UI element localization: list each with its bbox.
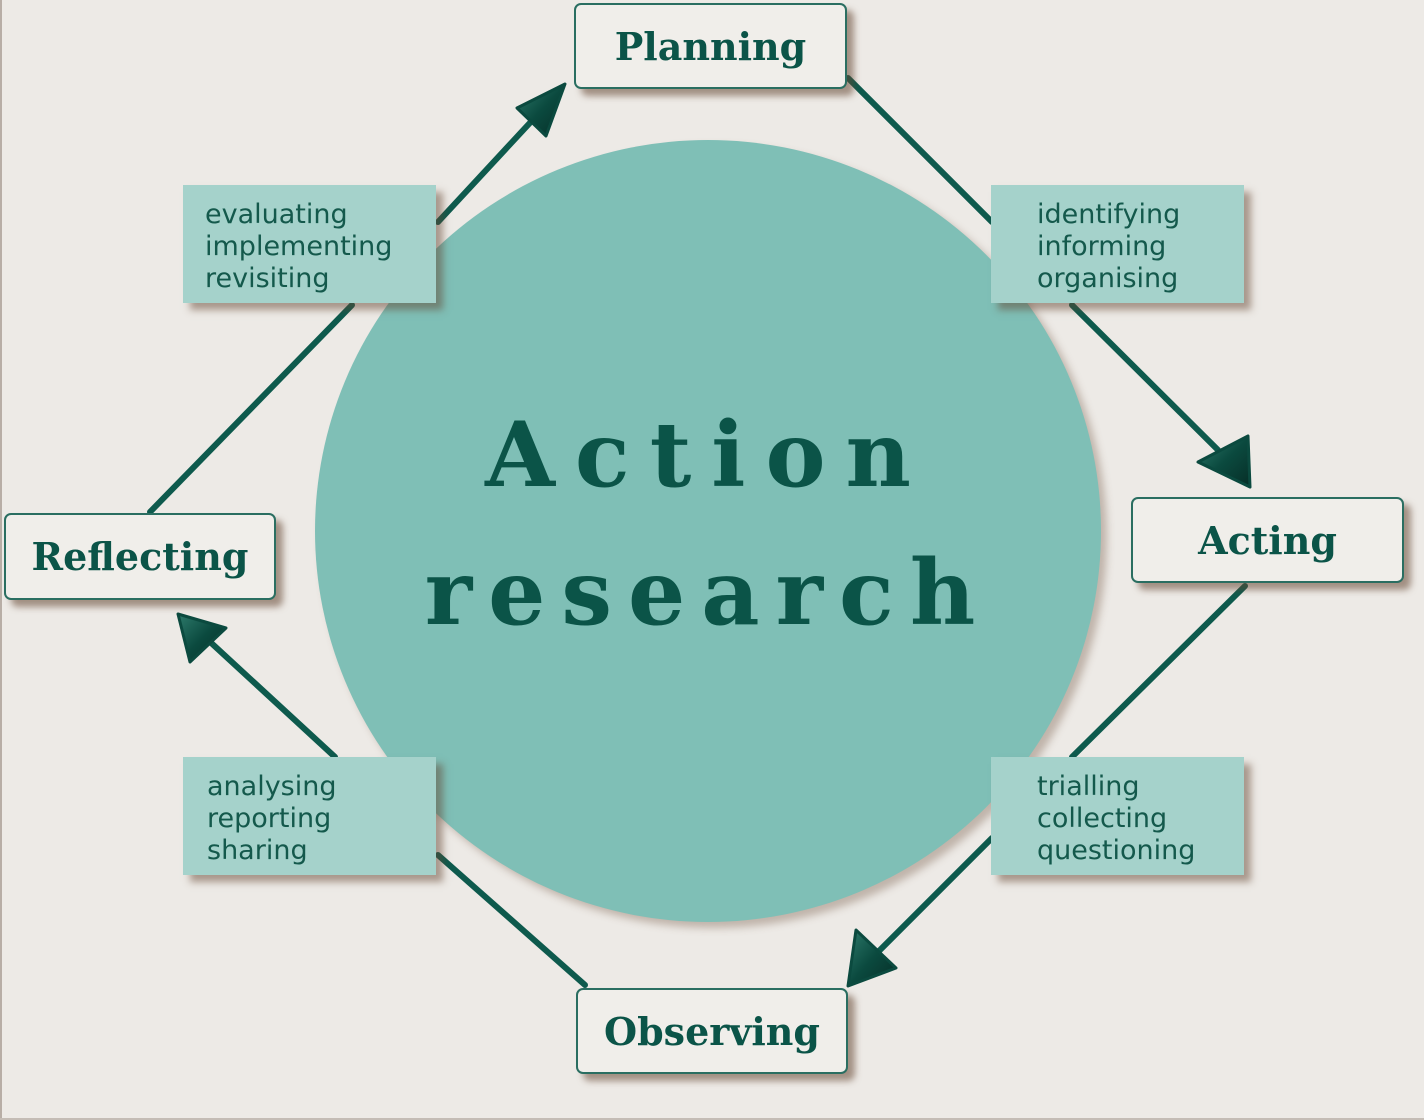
connector-activity-reflecting [205,637,338,760]
activity-item: organising [1037,263,1179,294]
activity-item: revisiting [205,263,330,294]
activity-item: identifying [1037,199,1181,230]
arrow-to-reflecting-icon [176,612,228,664]
stage-reflecting: Reflecting [4,513,276,600]
stage-observing: Observing [576,988,848,1074]
stage-planning: Planning [574,3,847,89]
arrow-to-acting-icon [1196,434,1252,489]
frame-bottom-border [0,1118,1424,1120]
activity-item: questioning [1037,835,1196,866]
connector-observing-activity [435,852,588,988]
activity-item: analysing [207,771,337,802]
connector-acting-activity [1069,583,1248,760]
activity-box-reflecting-to-planning: evaluating implementing revisiting [183,185,436,303]
activity-item: evaluating [205,199,348,230]
connector-reflecting-activity [147,302,355,515]
activity-item: collecting [1037,803,1168,834]
arrow-to-observing-icon [846,928,898,988]
activity-item: sharing [207,835,308,866]
arrow-to-planning-icon [515,82,567,138]
activity-box-planning-to-acting: identifying informing organising [991,185,1244,303]
activity-item: trialling [1037,771,1140,802]
activity-item: reporting [207,803,332,834]
activity-item: implementing [205,231,393,262]
diagram-title-line-1: Action [485,402,931,508]
connector-planning-activity [845,75,995,225]
activity-box-observing-to-reflecting: analysing reporting sharing [183,757,436,875]
frame-left-border [0,0,2,1120]
connector-activity-observing [869,835,995,961]
stage-acting: Acting [1131,497,1404,583]
activity-item: informing [1037,231,1167,262]
connector-activity-planning [435,109,543,225]
activity-box-acting-to-observing: trialling collecting questioning [991,757,1244,875]
connector-activity-acting [1069,302,1221,453]
central-circle [315,140,1101,922]
diagram-title-line-2: research [424,540,992,646]
